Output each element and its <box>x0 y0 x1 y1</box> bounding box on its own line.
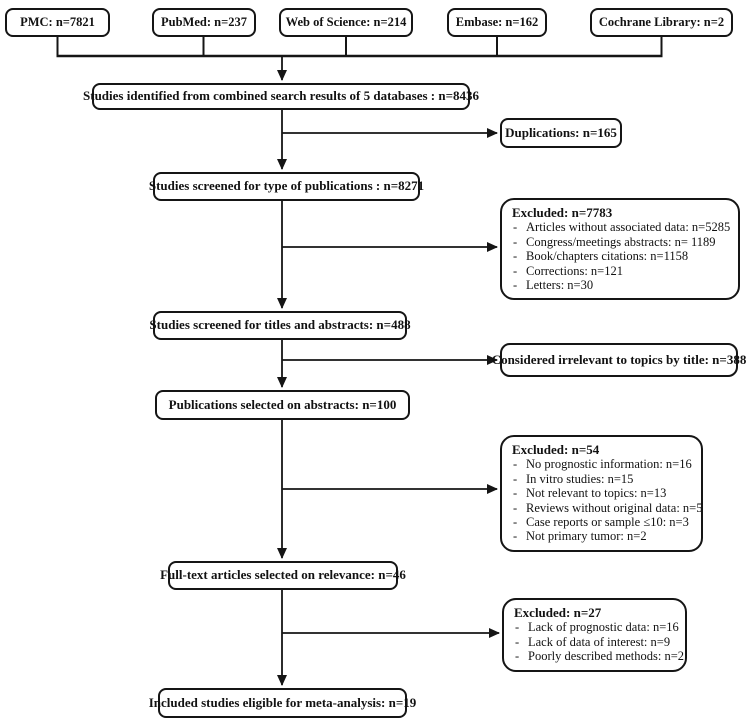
excluded-item: - No prognostic information: n=16 <box>512 457 695 471</box>
excluded-item-text: Corrections: n=121 <box>526 263 623 278</box>
excluded-item-text: Not relevant to topics: n=13 <box>526 486 667 501</box>
bullet-dash: - <box>513 263 518 278</box>
side-box-excluded-abstracts: Excluded: n=54 - No prognostic informati… <box>500 435 703 552</box>
excluded-item: - Not primary tumor: n=2 <box>512 529 695 543</box>
excluded-item-text: Lack of prognostic data: n=16 <box>528 620 679 635</box>
source-box-pmc-label: PMC: n=7821 <box>20 14 95 29</box>
excluded-item: - Corrections: n=121 <box>512 264 732 278</box>
excluded-item-text: Articles without associated data: n=5285 <box>526 220 731 235</box>
excluded-item-text: Book/chapters citations: n=1158 <box>526 249 689 264</box>
bullet-dash: - <box>513 249 518 264</box>
bullet-dash: - <box>515 649 520 664</box>
side-box-duplications: Duplications: n=165 <box>500 118 622 148</box>
bullet-dash: - <box>513 471 518 486</box>
excluded-item-text: In vitro studies: n=15 <box>526 471 634 486</box>
source-box-pubmed-label: PubMed: n=237 <box>161 14 247 29</box>
side-box-excluded-publications: Excluded: n=7783 - Articles without asso… <box>500 198 740 301</box>
excluded-item-text: No prognostic information: n=16 <box>526 457 692 472</box>
bullet-dash: - <box>515 634 520 649</box>
source-box-web-of-science: Web of Science: n=214 <box>279 8 413 37</box>
bullet-dash: - <box>513 220 518 235</box>
bullet-dash: - <box>513 486 518 501</box>
excluded-item: - Lack of prognostic data: n=16 <box>514 620 679 634</box>
excluded-item: - Book/chapters citations: n=1158 <box>512 249 732 263</box>
source-box-pmc: PMC: n=7821 <box>5 8 110 37</box>
source-box-pubmed: PubMed: n=237 <box>152 8 256 37</box>
flow-box-included-studies: Included studies eligible for meta-analy… <box>149 688 416 718</box>
flow-box-studies-identified-label: Studies identified from combined search … <box>83 88 479 104</box>
excluded-item-text: Reviews without original data: n=5 <box>526 500 703 515</box>
flow-box-included-studies-label: Included studies eligible for meta-analy… <box>148 694 417 710</box>
excluded-item: - Congress/meetings abstracts: n= 1189 <box>512 235 732 249</box>
excluded-item: - Reviews without original data: n=5 <box>512 500 702 515</box>
excluded-item: - Letters: n=30 <box>512 278 732 292</box>
side-box-duplications-label: Duplications: n=165 <box>505 124 617 140</box>
side-box-excluded-fulltext: Excluded: n=27 - Lack of prognostic data… <box>502 598 687 672</box>
source-box-cochrane-library-label: Cochrane Library: n=2 <box>598 14 725 29</box>
flow-box-screened-titles-abstracts: Studies screened for titles and abstract… <box>149 311 411 340</box>
source-box-cochrane-library: Cochrane Library: n=2 <box>590 8 733 37</box>
excluded-item-text: Lack of data of interest: n=9 <box>528 634 671 649</box>
bullet-dash: - <box>513 234 518 249</box>
flow-box-selected-abstracts-label: Publications selected on abstracts: n=10… <box>168 396 397 412</box>
bullet-dash: - <box>513 515 518 530</box>
side-box-irrelevant-by-title: Considered irrelevant to topics by title… <box>492 343 746 377</box>
excluded-item: - Articles without associated data: n=52… <box>512 220 732 234</box>
excluded-item: - Case reports or sample ≤10: n=3 <box>512 515 695 529</box>
excluded-item-text: Congress/meetings abstracts: n= 1189 <box>526 234 716 249</box>
side-box-irrelevant-by-title-label: Considered irrelevant to topics by title… <box>491 351 747 367</box>
bullet-dash: - <box>513 278 518 293</box>
excluded-item: - Lack of data of interest: n=9 <box>514 635 679 649</box>
flow-box-fulltext-selected: Full-text articles selected on relevance… <box>160 561 406 590</box>
side-box-excluded-publications-title: Excluded: n=7783 <box>512 205 613 220</box>
flow-box-studies-identified: Studies identified from combined search … <box>83 83 479 110</box>
flow-box-screened-titles-abstracts-label: Studies screened for titles and abstract… <box>149 317 411 333</box>
excluded-item-text: Letters: n=30 <box>526 278 594 293</box>
bullet-dash: - <box>513 457 518 472</box>
flow-box-selected-abstracts: Publications selected on abstracts: n=10… <box>155 390 410 420</box>
excluded-item: - Poorly described methods: n=2 <box>514 649 684 664</box>
excluded-item-text: Poorly described methods: n=2 <box>528 649 684 664</box>
excluded-item: - In vitro studies: n=15 <box>512 472 695 486</box>
source-box-embase-label: Embase: n=162 <box>455 14 539 29</box>
source-box-embase: Embase: n=162 <box>447 8 547 37</box>
excluded-item-text: Case reports or sample ≤10: n=3 <box>526 515 689 530</box>
flow-box-screened-publications-label: Studies screened for type of publication… <box>148 178 425 194</box>
side-box-excluded-fulltext-title: Excluded: n=27 <box>514 605 602 620</box>
bullet-dash: - <box>513 529 518 544</box>
excluded-item: - Not relevant to topics: n=13 <box>512 486 695 500</box>
source-box-web-of-science-label: Web of Science: n=214 <box>285 14 407 29</box>
excluded-item-text: Not primary tumor: n=2 <box>526 529 647 544</box>
bullet-dash: - <box>515 620 520 635</box>
flow-box-screened-publications: Studies screened for type of publication… <box>149 172 424 201</box>
flow-box-fulltext-selected-label: Full-text articles selected on relevance… <box>160 567 406 583</box>
side-box-excluded-abstracts-title: Excluded: n=54 <box>512 442 600 457</box>
bullet-dash: - <box>513 500 518 515</box>
